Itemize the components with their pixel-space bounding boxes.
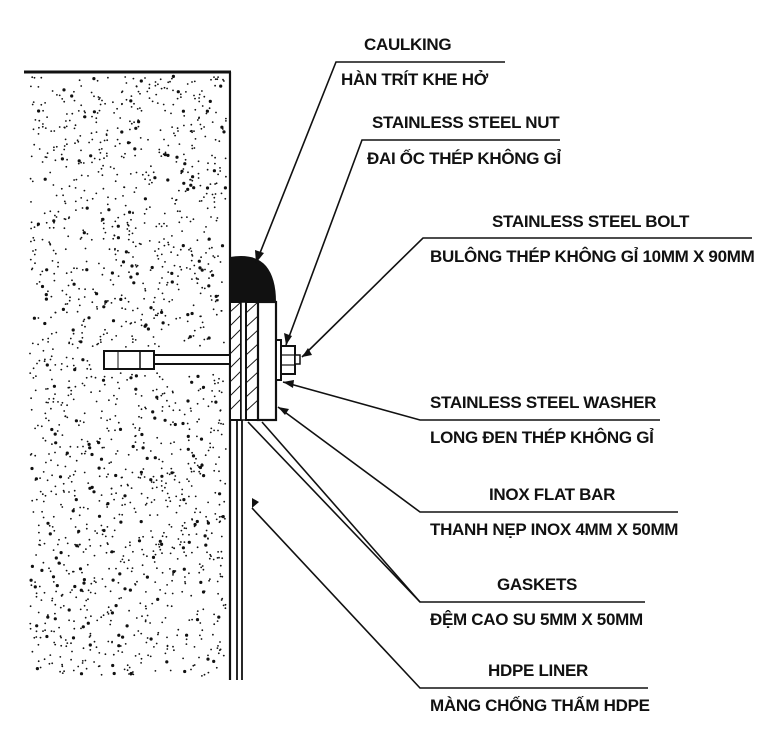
nut-label-en: STAINLESS STEEL NUT bbox=[372, 113, 560, 132]
liner-label-en: HDPE LINER bbox=[488, 661, 588, 680]
flatbar-label-en: INOX FLAT BAR bbox=[489, 485, 615, 504]
inox-flat-bar bbox=[256, 300, 278, 422]
gaskets-label-vi: ĐỆM CAO SU 5MM X 50MM bbox=[430, 610, 643, 629]
gasket-inner bbox=[229, 301, 242, 421]
washer-label-en: STAINLESS STEEL WASHER bbox=[430, 393, 656, 412]
concrete-texture bbox=[29, 74, 227, 677]
stainless-steel-nut bbox=[280, 345, 301, 375]
liner-label-vi: MÀNG CHỐNG THẤM HDPE bbox=[430, 695, 650, 715]
caulking-label-en: CAULKING bbox=[364, 35, 451, 54]
callout-caulking: CAULKING HÀN TRÍT KHE HỞ bbox=[341, 35, 489, 89]
callout-gaskets: GASKETS ĐỆM CAO SU 5MM X 50MM bbox=[430, 575, 643, 629]
nut-label-vi: ĐAI ỐC THÉP KHÔNG GỈ bbox=[367, 148, 562, 168]
bolt-label-vi: BULÔNG THÉP KHÔNG GỈ 10MM X 90MM bbox=[430, 247, 755, 266]
leader-arrowheads bbox=[252, 250, 312, 508]
leader-lines bbox=[247, 61, 752, 689]
gasket-outer bbox=[245, 301, 259, 421]
flatbar-label-vi: THANH NẸP INOX 4MM X 50MM bbox=[430, 520, 678, 539]
callout-nut: STAINLESS STEEL NUT ĐAI ỐC THÉP KHÔNG GỈ bbox=[367, 113, 562, 168]
callout-liner: HDPE LINER MÀNG CHỐNG THẤM HDPE bbox=[430, 661, 650, 715]
callout-washer: STAINLESS STEEL WASHER LONG ĐEN THÉP KHÔ… bbox=[430, 393, 656, 447]
gaskets-label-en: GASKETS bbox=[497, 575, 577, 594]
hdpe-liner bbox=[236, 400, 243, 680]
washer-label-vi: LONG ĐEN THÉP KHÔNG GỈ bbox=[430, 428, 654, 447]
caulking-bead bbox=[230, 256, 276, 302]
concrete-wall bbox=[24, 70, 232, 680]
stainless-steel-bolt bbox=[103, 350, 277, 370]
callout-bolt: STAINLESS STEEL BOLT BULÔNG THÉP KHÔNG G… bbox=[430, 212, 755, 266]
bolt-label-en: STAINLESS STEEL BOLT bbox=[492, 212, 690, 231]
callout-flatbar: INOX FLAT BAR THANH NẸP INOX 4MM X 50MM bbox=[430, 485, 679, 539]
caulking-label-vi: HÀN TRÍT KHE HỞ bbox=[341, 70, 489, 89]
